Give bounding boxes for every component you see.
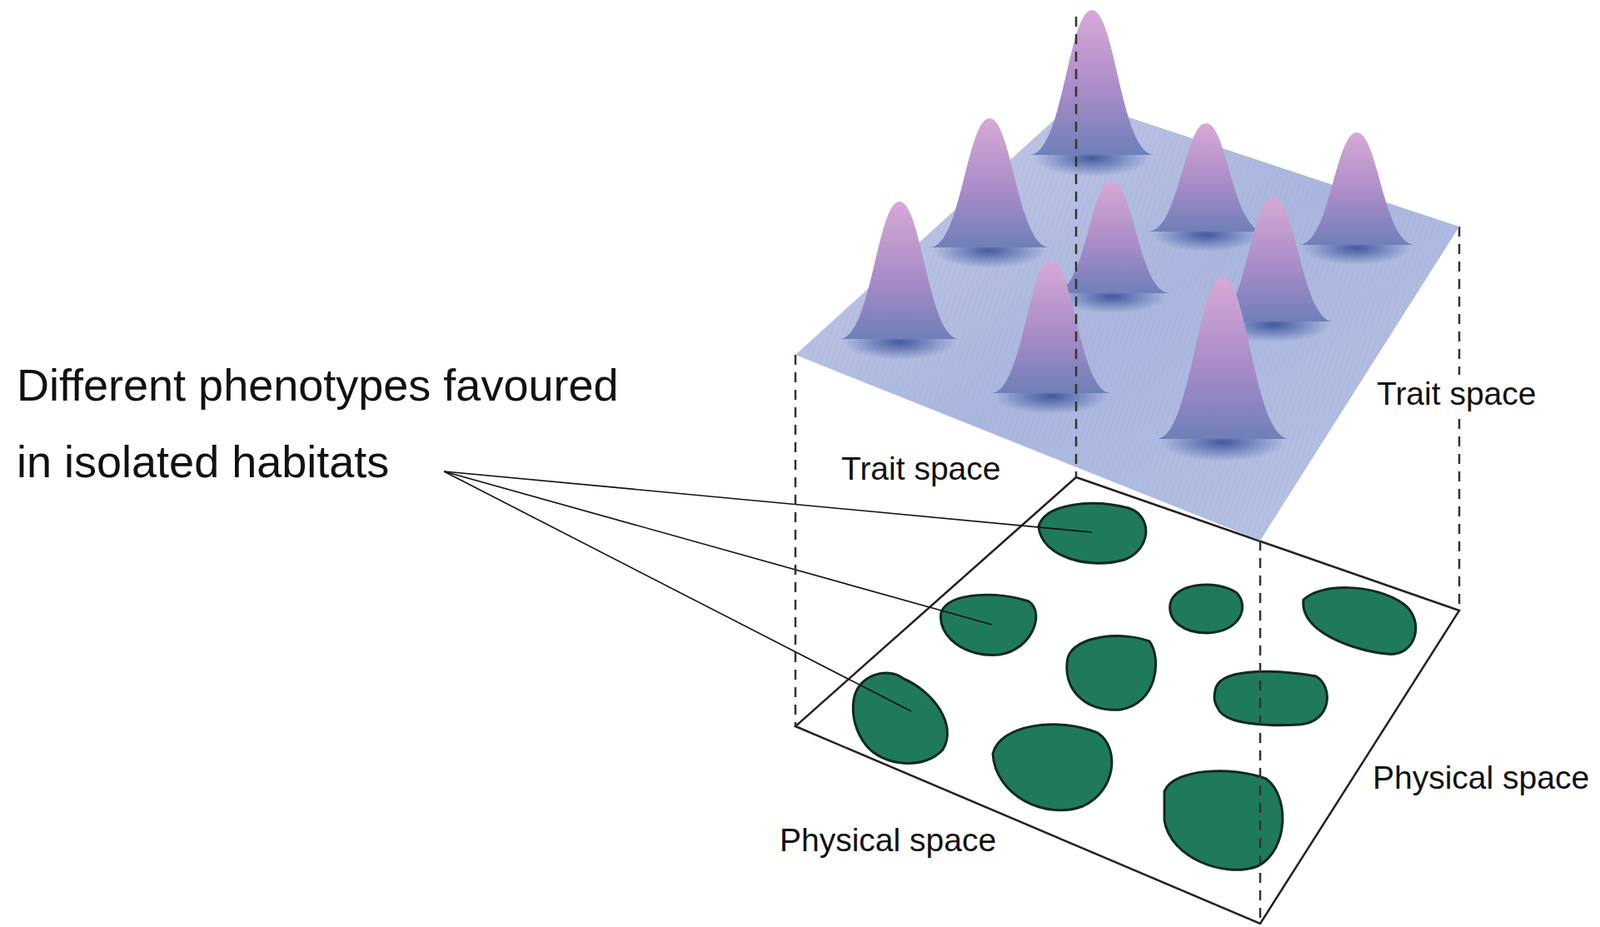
axis-label: Physical space	[1370, 758, 1592, 798]
habitats	[852, 503, 1416, 870]
leader-lines	[443, 471, 1092, 712]
projection-line	[1075, 16, 1078, 478]
trait-plane	[795, 99, 1460, 541]
axis-label: Trait space	[838, 449, 1003, 489]
axis-label: Physical space	[777, 821, 999, 861]
callout-text: Different phenotypes favoured in isolate…	[16, 346, 642, 500]
fitness-peaks	[839, 9, 1416, 462]
axis-label: Trait space	[1374, 374, 1539, 414]
